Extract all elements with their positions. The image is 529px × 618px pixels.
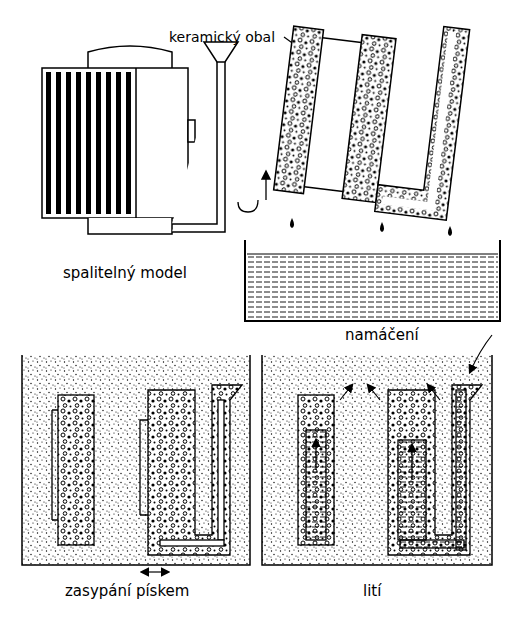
- step-caption: spalitelný model: [63, 264, 187, 282]
- step-caption: zasypání pískem: [65, 582, 189, 600]
- step-caption: namáčení: [345, 326, 419, 344]
- step-caption: lití: [363, 582, 381, 600]
- part-label: keramický obal: [169, 28, 275, 46]
